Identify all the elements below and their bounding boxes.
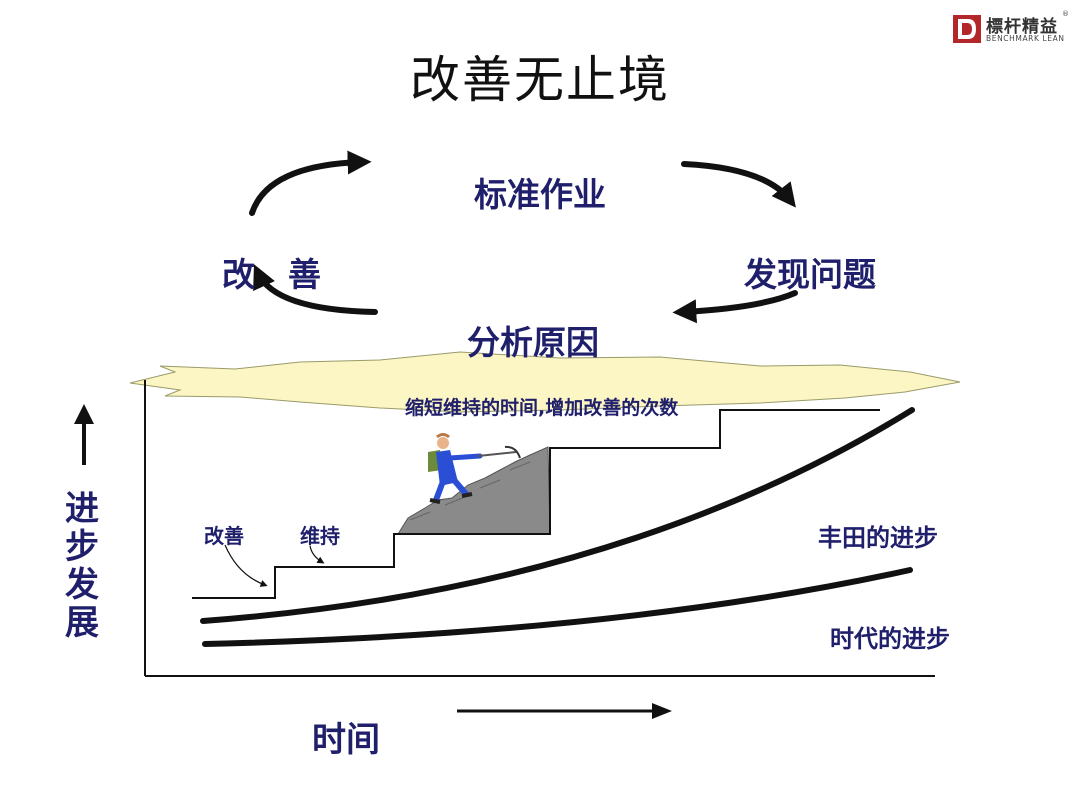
- logo-name-en: BENCHMARK LEAN: [986, 34, 1065, 43]
- cycle-label-right: 发现问题: [744, 255, 876, 294]
- staircase-line: [192, 409, 880, 599]
- cycle-label-bottom: 分析原因: [467, 323, 599, 362]
- rock-icon: [397, 446, 551, 535]
- slide-title: 改善无止境: [410, 51, 670, 109]
- banner-band: [129, 351, 961, 413]
- improve-pointer-icon: [224, 544, 268, 587]
- toyota-progress-curve: [200, 407, 915, 624]
- cycle-arrow-icon: [681, 161, 796, 208]
- banner-text: 缩短维持的时间,增加改善的次数: [405, 397, 679, 419]
- y-axis-label: 进步发展: [65, 489, 99, 643]
- logo-registered-mark: ®: [1062, 10, 1069, 18]
- brand-logo: 標杆精益 BENCHMARK LEAN ®: [952, 10, 1070, 48]
- cycle-arrow-icon: [249, 150, 372, 216]
- cycle-arrow-icon: [672, 290, 798, 324]
- era-curve-label: 时代的进步: [830, 625, 950, 653]
- climber-icon: [428, 433, 521, 504]
- right-arrow-icon: [457, 703, 672, 719]
- cycle-arrow-icon: [253, 264, 378, 315]
- era-progress-curve: [202, 567, 913, 647]
- toyota-curve-label: 丰田的进步: [818, 524, 938, 552]
- up-arrow-icon: [74, 404, 94, 465]
- logo-name-cn: 標杆精益: [986, 17, 1058, 37]
- improve-label: 改善: [204, 524, 244, 548]
- maintain-pointer-icon: [309, 545, 325, 564]
- logo-mark-icon: [953, 15, 981, 43]
- maintain-label: 维持: [300, 524, 340, 548]
- cycle-label-left: 改 善: [222, 255, 321, 294]
- x-axis-label: 时间: [312, 720, 380, 760]
- cycle-label-top: 标准作业: [474, 175, 606, 214]
